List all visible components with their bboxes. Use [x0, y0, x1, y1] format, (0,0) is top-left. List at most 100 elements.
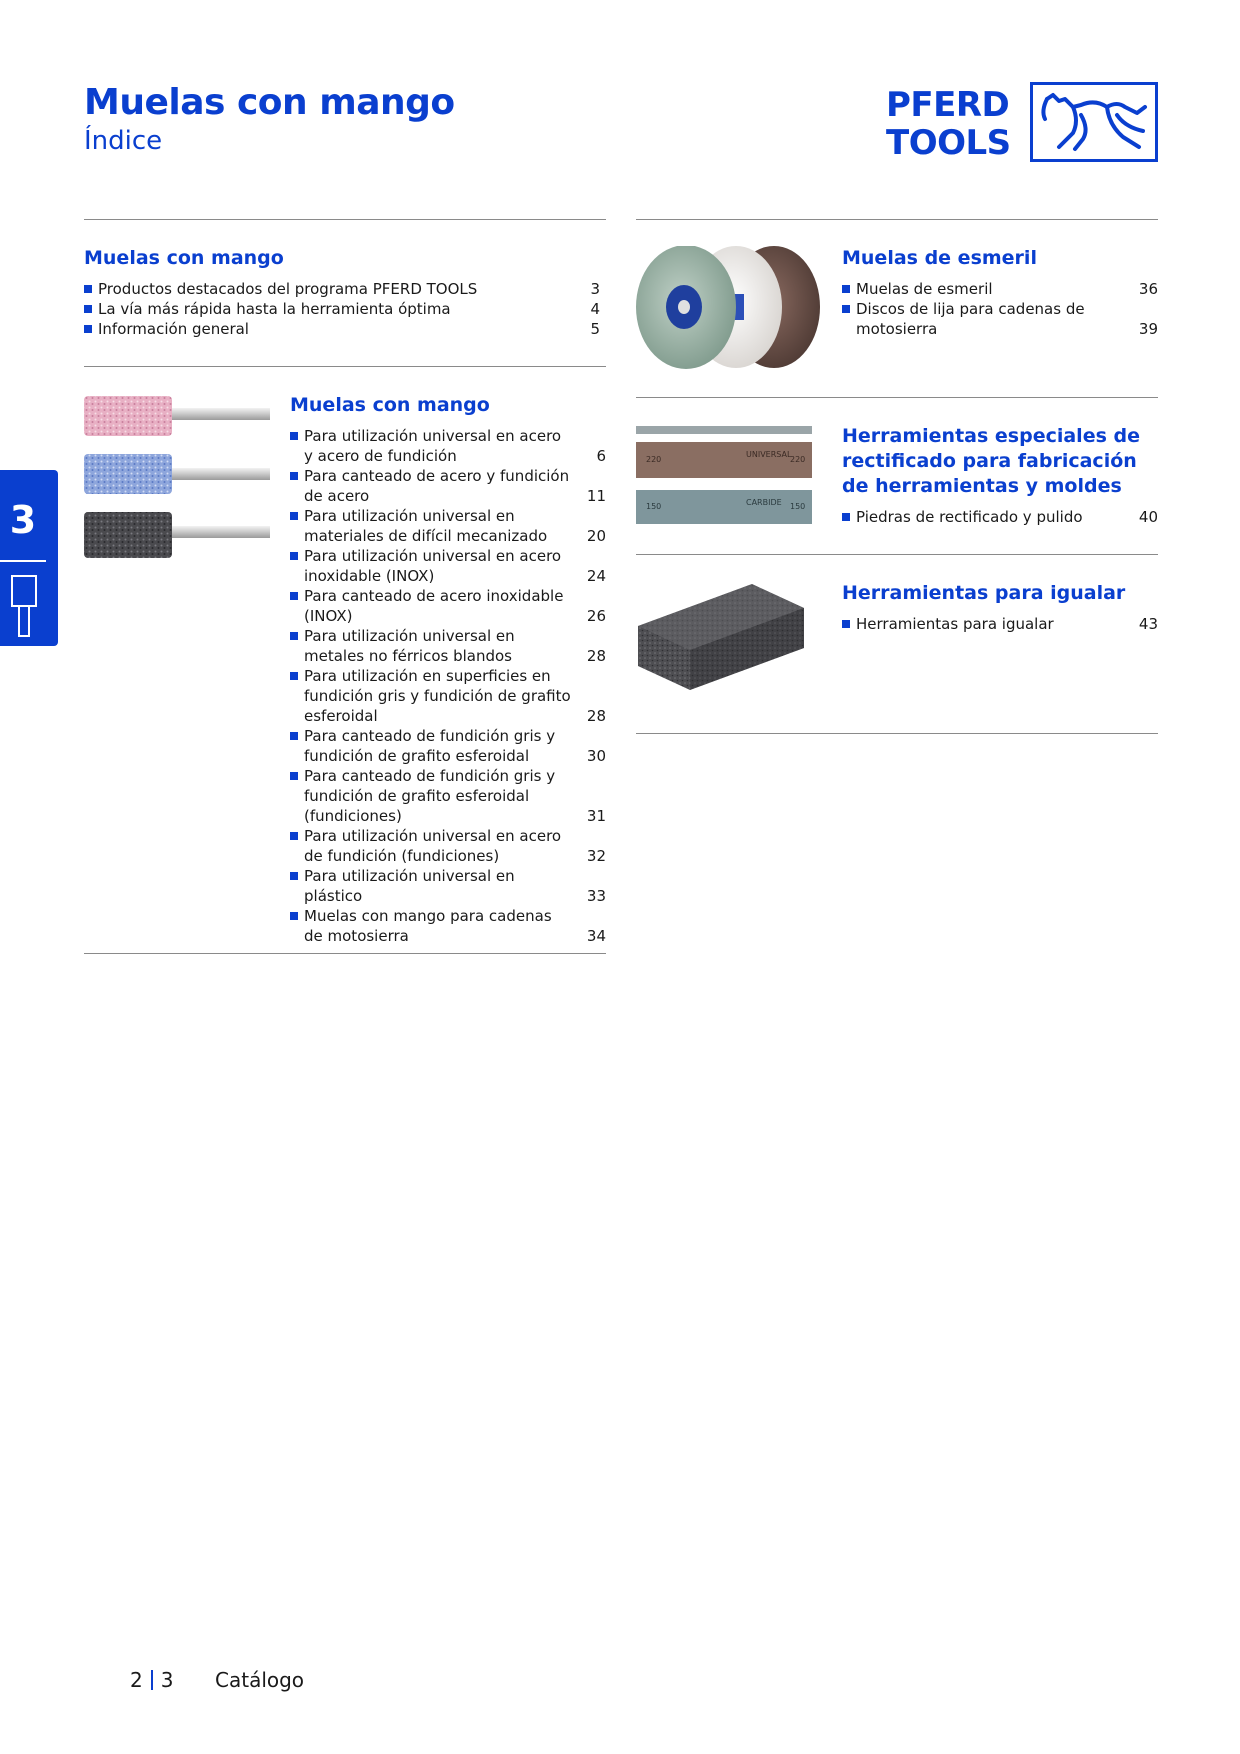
bullet-square-icon [290, 552, 298, 560]
section-title: Muelas con mango [84, 247, 284, 269]
section-igualar: Herramientas para igualar Herramientas p… [842, 581, 1158, 634]
chapter-tab-divider [0, 560, 46, 562]
toc-item[interactable]: Muelas con mango para cadenas de motosie… [290, 906, 606, 946]
stone-carbide: 150 CARBIDE 150 [636, 490, 812, 524]
page-subtitle: Índice [84, 126, 163, 156]
bullet-square-icon [290, 912, 298, 920]
bullet-square-icon [84, 285, 92, 293]
toc-item[interactable]: Para utilización universal en metales no… [290, 626, 606, 666]
dressing-block-image [634, 582, 806, 696]
logo-line-1: PFERD [886, 85, 1010, 125]
bullet-square-icon [842, 305, 850, 313]
bullet-square-icon [290, 632, 298, 640]
bullet-square-icon [290, 672, 298, 680]
rule-right-3 [636, 554, 1158, 555]
toc-item[interactable]: Para canteado de fundición gris y fundic… [290, 726, 606, 766]
bullet-square-icon [290, 732, 298, 740]
bullet-square-icon [290, 772, 298, 780]
bullet-square-icon [842, 620, 850, 628]
toc-page: 24 [586, 567, 606, 585]
chapter-tab[interactable]: 3 [0, 470, 58, 646]
rule-left-bottom [84, 953, 606, 954]
footer-catalog-label: Catálogo [215, 1668, 305, 1692]
rule-right-2 [636, 397, 1158, 398]
toc-page: 30 [586, 747, 606, 765]
mounted-point-icon [10, 574, 38, 642]
mounted-points-image [82, 394, 272, 564]
toc-item[interactable]: Para utilización universal en acero y ac… [290, 426, 606, 466]
toc-page: 20 [586, 527, 606, 545]
chapter-number: 3 [9, 498, 37, 542]
toc-item[interactable]: Para canteado de acero inoxidable (INOX)… [290, 586, 606, 626]
section-title: Herramientas especiales de rectificado p… [842, 425, 1140, 497]
toc-page: 31 [586, 807, 606, 825]
thin-stone [636, 426, 812, 434]
toc-item[interactable]: Para utilización universal en materiales… [290, 506, 606, 546]
bullet-square-icon [290, 432, 298, 440]
toc-item[interactable]: Discos de lija para cadenas de motosierr… [842, 299, 1158, 339]
toc-page: 6 [596, 447, 606, 465]
section-especiales: Herramientas especiales de rectificado p… [842, 424, 1158, 527]
toc-page: 33 [586, 887, 606, 905]
bullet-square-icon [290, 472, 298, 480]
grinding-wheels-image [634, 245, 824, 376]
section-mango-intro: Muelas con mango Productos destacados de… [84, 246, 600, 339]
toc-page: 3 [590, 280, 600, 298]
toc-item[interactable]: Para utilización en superficies en fundi… [290, 666, 606, 726]
toc-page: 4 [590, 300, 600, 318]
bullet-square-icon [290, 872, 298, 880]
rule-right-top [636, 219, 1158, 220]
footer-page-right: 3 [160, 1668, 174, 1692]
section-title: Muelas con mango [290, 394, 490, 416]
stone-universal: 220 UNIVERSAL 220 [636, 442, 812, 478]
logo-line-2: TOOLS [886, 123, 1011, 163]
toc-item[interactable]: Para utilización universal en acero de f… [290, 826, 606, 866]
toc-page: 11 [586, 487, 606, 505]
toc-page: 34 [586, 927, 606, 945]
rule-left-2 [84, 366, 606, 367]
toc-page: 5 [590, 320, 600, 338]
toc-page: 28 [586, 707, 606, 725]
horse-emblem-icon [1030, 82, 1158, 162]
bullet-square-icon [84, 325, 92, 333]
toc-page: 28 [586, 647, 606, 665]
toc-item[interactable]: Para canteado de acero y fundición de ac… [290, 466, 606, 506]
toc-page: 32 [586, 847, 606, 865]
bullet-square-icon [290, 512, 298, 520]
page-title: Muelas con mango [84, 82, 455, 123]
bullet-square-icon [290, 832, 298, 840]
toc-item[interactable]: Productos destacados del programa PFERD … [84, 279, 600, 299]
rule-right-bottom [636, 733, 1158, 734]
toc-list: Para utilización universal en acero y ac… [290, 426, 606, 946]
bullet-square-icon [84, 305, 92, 313]
bullet-square-icon [842, 285, 850, 293]
logo-wordmark: PFERD TOOLS [886, 86, 1011, 162]
toc-page: 40 [1138, 508, 1158, 526]
section-title: Muelas de esmeril [842, 247, 1037, 269]
toc-page: 43 [1138, 615, 1158, 633]
sharpening-stones-image: 220 UNIVERSAL 220 150 CARBIDE 150 [634, 424, 814, 526]
section-title: Herramientas para igualar [842, 582, 1126, 604]
toc-item[interactable]: Para canteado de fundición gris y fundic… [290, 766, 606, 826]
bullet-square-icon [290, 592, 298, 600]
rule-left-top [84, 219, 606, 220]
toc-page: 26 [586, 607, 606, 625]
toc-page: 36 [1138, 280, 1158, 298]
footer-separator [150, 1670, 153, 1690]
pferd-tools-logo: PFERD TOOLS [886, 82, 1164, 166]
toc-item[interactable]: La vía más rápida hasta la herramienta ó… [84, 299, 600, 319]
toc-item[interactable]: Para utilización universal en acero inox… [290, 546, 606, 586]
bullet-square-icon [842, 513, 850, 521]
toc-list: Productos destacados del programa PFERD … [84, 279, 600, 339]
toc-page: 39 [1138, 320, 1158, 338]
